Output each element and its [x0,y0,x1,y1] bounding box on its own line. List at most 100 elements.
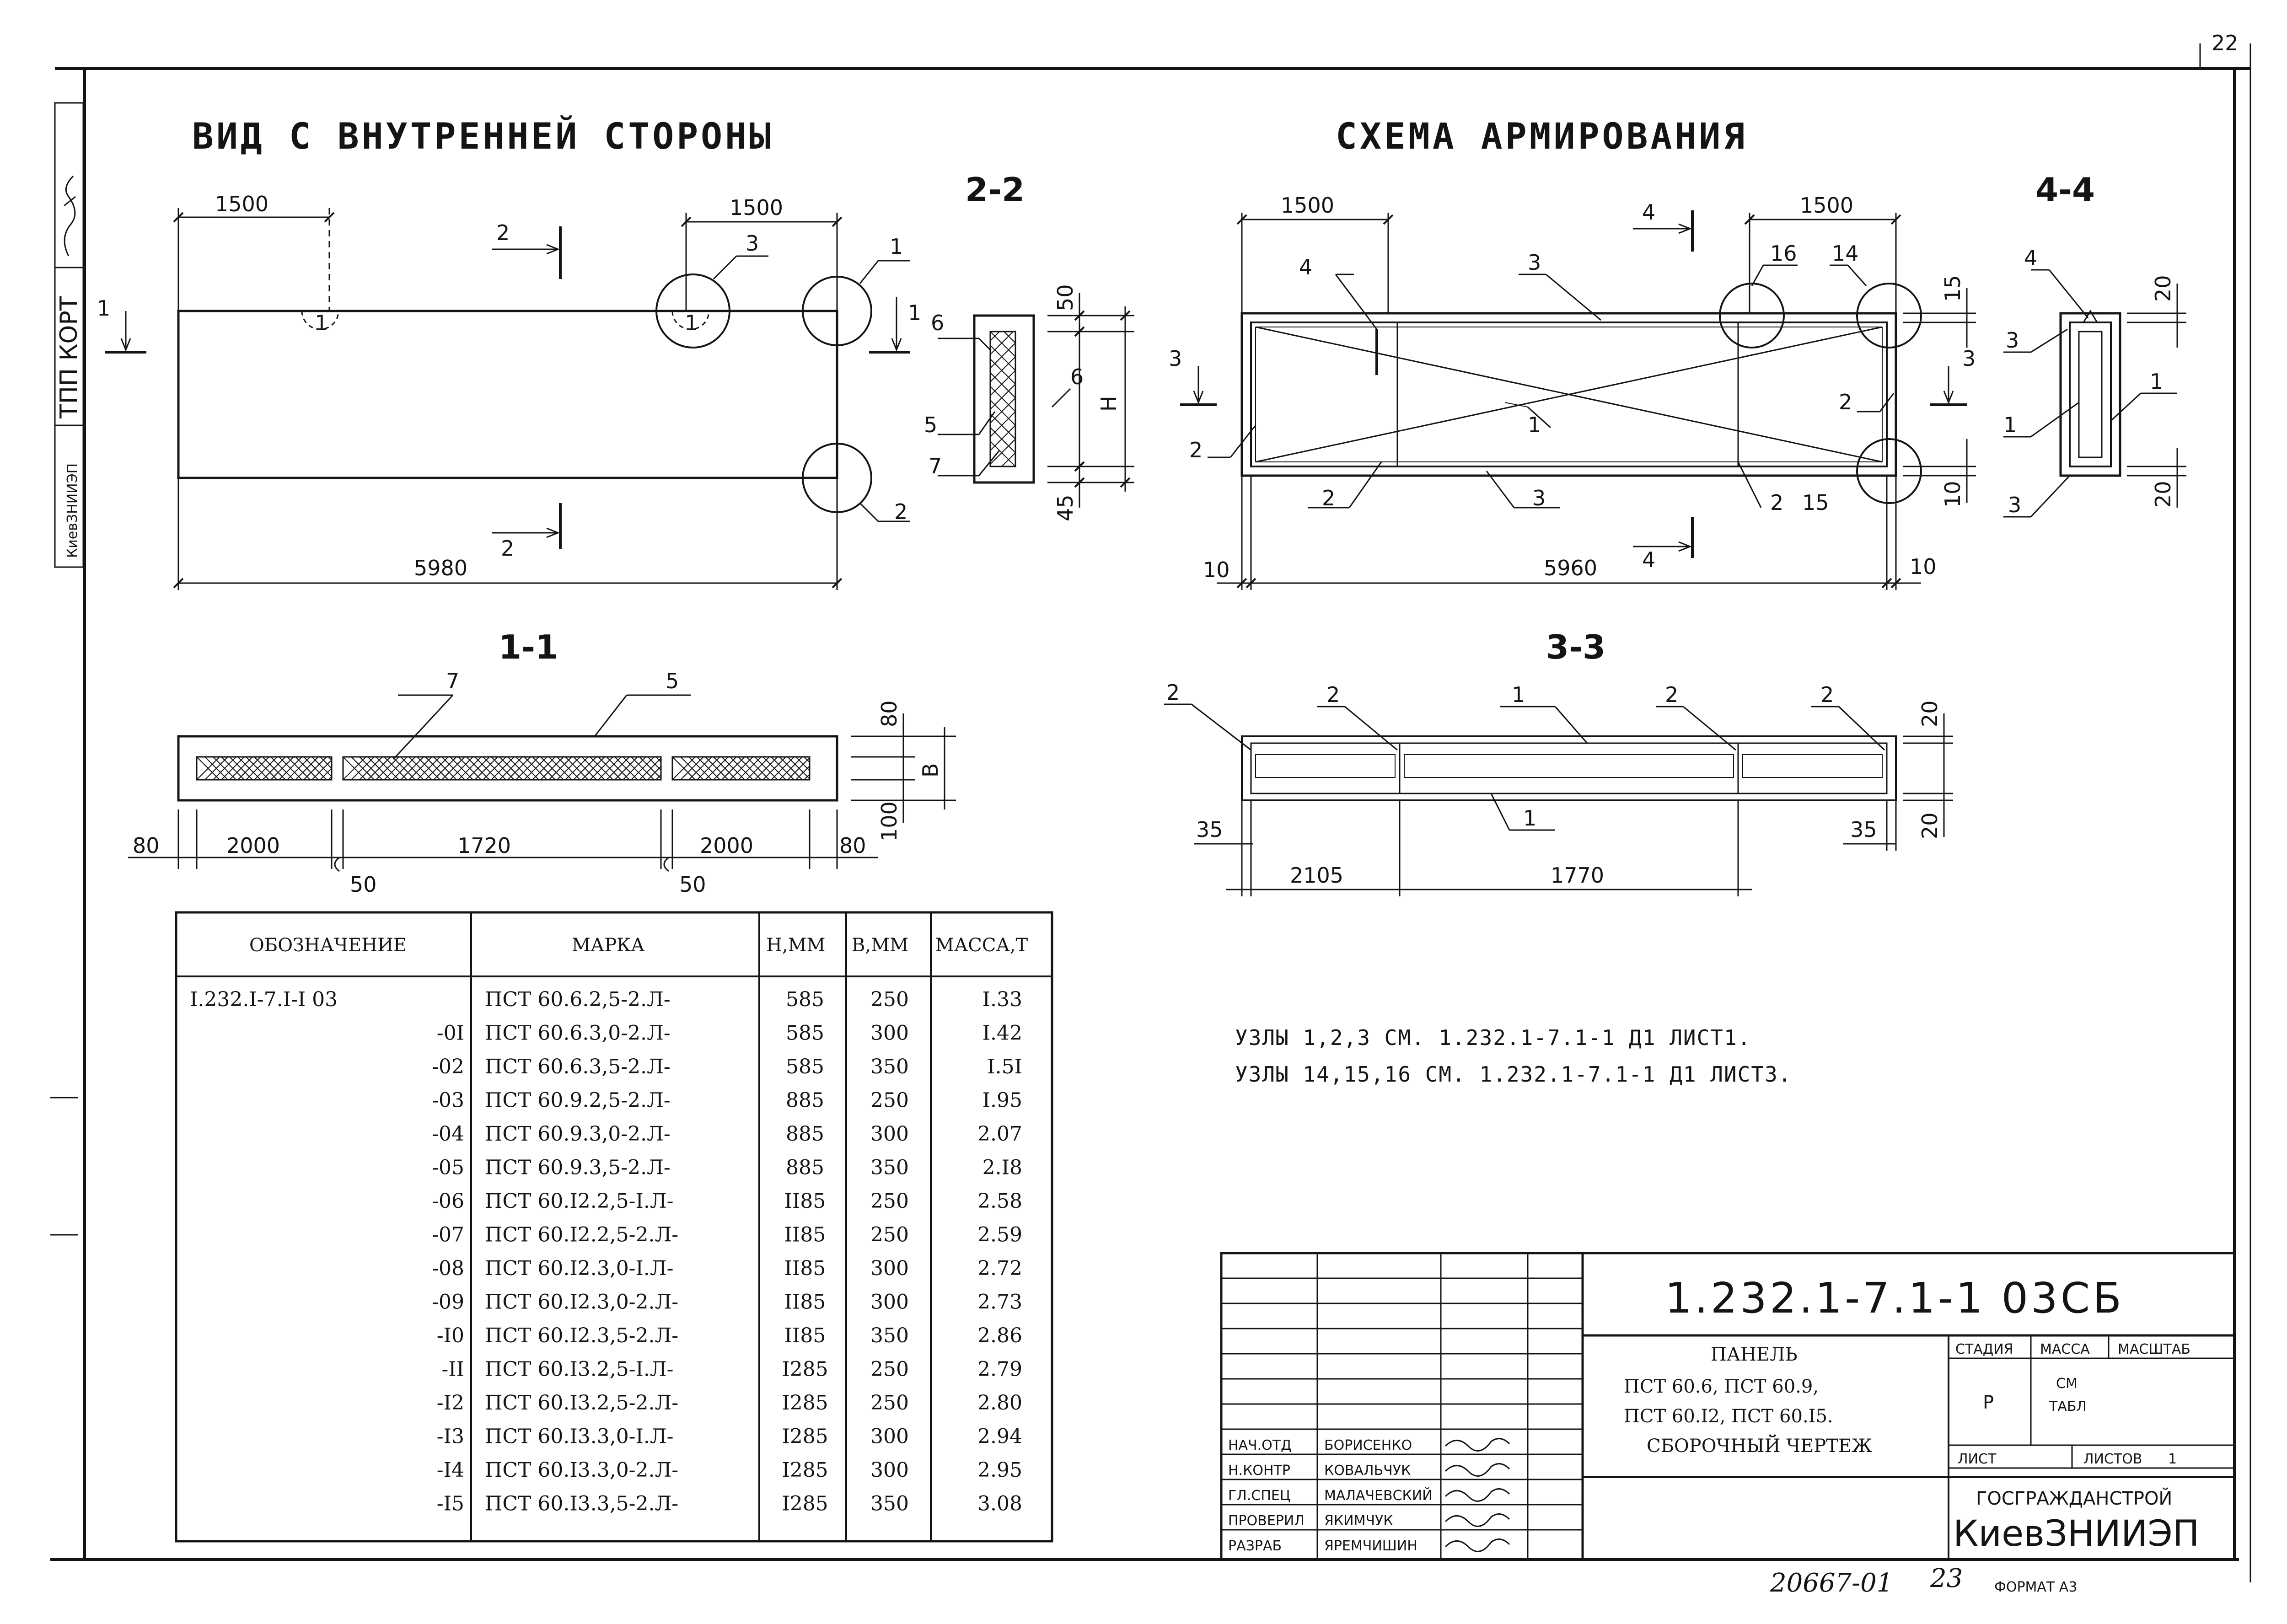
hatch-line [196,756,220,780]
role-label: РАЗРАБ [1228,1538,1282,1554]
mass-value-2: ТАБЛ [2049,1399,2087,1415]
table-cell: ПСТ 60.I2.3,0-2.Л- [485,1291,678,1314]
scheme-label-2-bottom: 2 [1322,486,1335,510]
table-cell: -02 [432,1055,464,1078]
table-cell: I285 [782,1425,828,1448]
table-header-mark: МАРКА [572,935,644,956]
hatch-line [721,756,745,780]
table-cell: I285 [782,1358,828,1381]
table-cell: 300 [870,1022,909,1045]
table-cell: 350 [870,1492,909,1516]
margin-signature [64,175,76,257]
role-label: Н.КОНТР [1228,1463,1290,1479]
table-cell: ПСТ 60.I3.3,0-I.Л- [485,1425,674,1448]
hatch-line [705,756,729,780]
view-dim-left: 1500 [215,192,268,216]
hatch-line [540,756,564,780]
scheme-cut-4-top: 4 [1642,200,1655,225]
hatch-line [680,756,704,780]
signature-mark [1444,1538,1510,1552]
scheme-label-2-mid: 2 [1770,490,1783,515]
table-cell: 2.79 [977,1358,1022,1381]
hatch-line [483,756,506,780]
table-header-width: В,ММ [852,935,908,956]
hatch-line [606,756,630,780]
hatch-line [524,756,548,780]
hatch-line [384,756,408,780]
hatch-line [400,756,424,780]
hatch-line [328,756,332,761]
scheme-dim-10-side: 10 [1940,481,1965,508]
section-3-3-dim-35-left: 35 [1196,817,1223,842]
mass-value-1: СМ [2056,1376,2078,1392]
hatch-line [204,756,228,780]
table-cell: I.232.I-7.I-I 03 [190,988,338,1011]
section-4-4-label-1-right: 1 [2150,369,2163,394]
hatch-line [688,756,712,780]
lifting-hole-left [301,311,339,330]
cut-1-left-label: 1 [97,296,110,321]
hatch-line [795,756,810,771]
hatch-line [697,756,720,780]
section-2-2-label-6: 6 [931,311,944,335]
hatch-line [450,756,473,780]
stage-header: СТАДИЯ [1955,1341,2013,1357]
hatch-line [320,768,332,780]
role-label: ПРОВЕРИЛ [1228,1513,1305,1529]
section-4-4-label-1-left: 1 [2003,413,2017,437]
hatch-line [548,756,572,780]
hatch-line [754,756,778,780]
hatch-line [557,756,580,780]
table-cell: 885 [786,1089,824,1112]
hatch-line [573,756,597,780]
table-cell: II85 [784,1291,826,1314]
section-1-1-label-7: 7 [446,669,459,693]
hatch-line [246,756,269,780]
reinforcement-scheme: 1500 1500 5960 10 10 15 10 16 [1169,193,1976,590]
scheme-label-14: 14 [1832,241,1859,266]
scheme-node-15 [1856,438,1922,504]
table-cell: -I4 [437,1458,464,1482]
hatch-line [779,756,803,780]
scheme-label-1: 1 [1528,413,1541,437]
hatch-line [458,756,482,780]
scheme-dim-10-right: 10 [1910,554,1937,579]
table-cell: -08 [432,1257,464,1280]
hatch-line [367,756,391,780]
section-1-1-dim-B: В [918,763,943,777]
table-cell: 300 [870,1122,909,1146]
table-cell: II85 [784,1324,826,1347]
hatch-line [623,756,646,780]
table-cell: ПСТ 60.I3.2,5-I.Л- [485,1358,674,1381]
table-cell: 250 [870,1391,909,1415]
node-circle-3 [655,273,730,348]
table-cell: 585 [786,988,824,1011]
section-1-1-dim-2000-left: 2000 [226,833,280,858]
section-3-3: 3-3 2 2 1 2 2 1 20 20 35 35 [1164,628,1953,896]
scheme-dim-10-left: 10 [1203,557,1230,582]
sheet-header: ЛИСТ [1958,1451,1997,1467]
hatch-line [303,756,327,780]
archive-number: 20667-01 [1770,1568,1893,1598]
table-cell: ПСТ 60.6.3,0-2.Л- [485,1022,671,1045]
signer-name: ЯРЕМЧИШИН [1324,1538,1417,1554]
table-cell: ПСТ 60.9.2,5-2.Л- [485,1089,671,1112]
role-label: НАЧ.ОТД [1228,1437,1292,1453]
hatch-line [581,756,605,780]
hatch-line [474,756,498,780]
corner-page-label: 22 [2212,31,2239,55]
hatch-line [639,758,661,780]
hatch-line [639,756,661,779]
scheme-title: СХЕМА АРМИРОВАНИЯ [1336,116,1747,157]
page-number: 23 [1930,1564,1963,1593]
table-header-mass: МАССА,Т [935,935,1028,956]
section-4-4: 4-4 4 3 1 1 3 20 20 [2003,171,2186,518]
hatch-line [804,756,810,763]
